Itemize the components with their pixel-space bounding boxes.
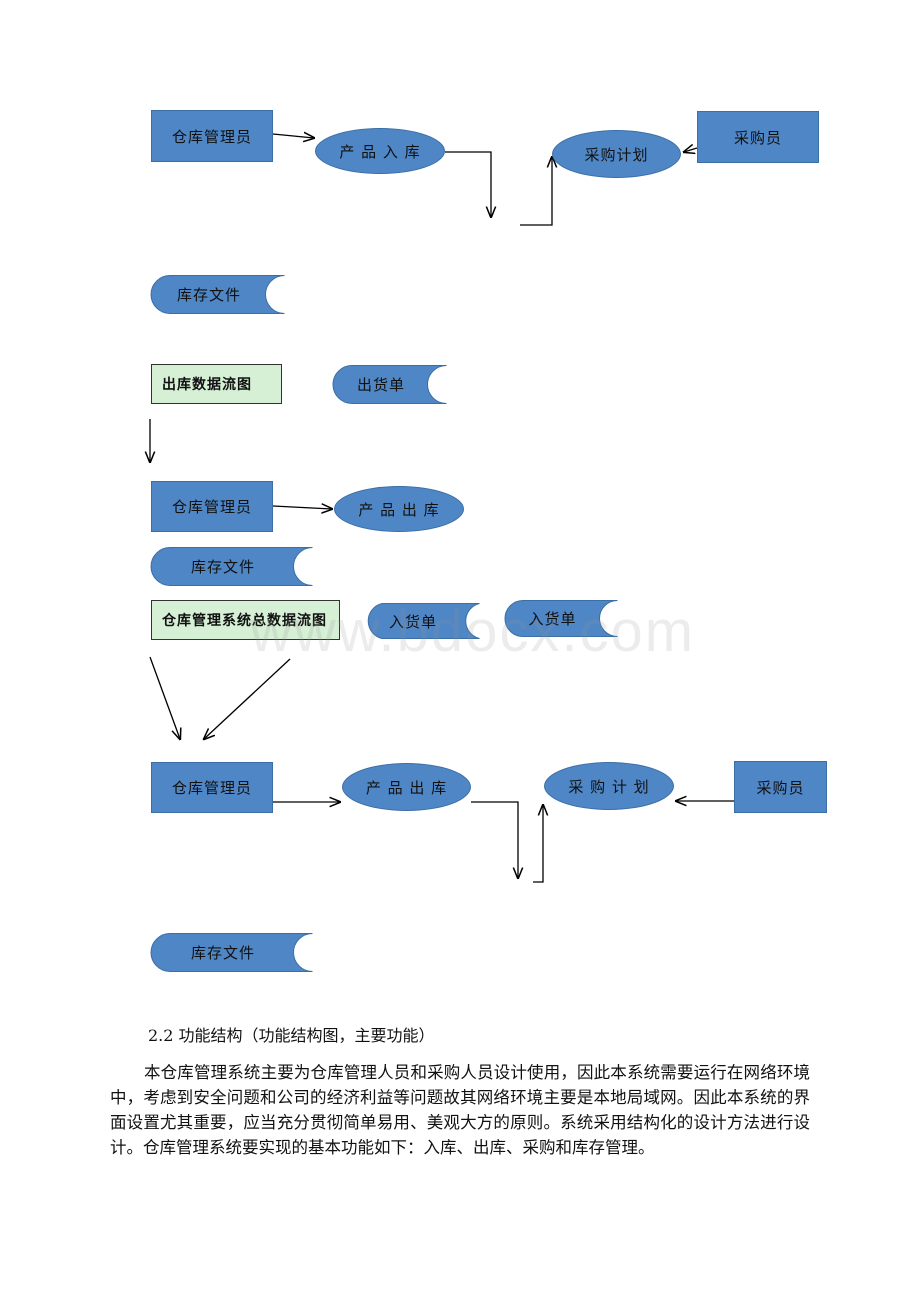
store-receiving-order-2: 入货单 bbox=[504, 600, 618, 637]
node-purchaser-2: 采购员 bbox=[734, 761, 827, 813]
process-purchase-plan-1: 采购计划 bbox=[552, 130, 681, 178]
process-product-out-2: 产 品 出 库 bbox=[342, 763, 471, 811]
title-label: 出库数据流图 bbox=[162, 377, 252, 393]
store-label: 库存文件 bbox=[190, 558, 255, 576]
store-receiving-order-1: 入货单 bbox=[364, 603, 480, 639]
process-product-in: 产 品 入 库 bbox=[315, 128, 445, 174]
title-total-flow: 仓库管理系统总数据流图 bbox=[151, 600, 340, 640]
section-paragraph: 本仓库管理系统主要为仓库管理人员和采购人员设计使用，因此本系统需要运行在网络环境… bbox=[110, 1063, 810, 1157]
store-inventory-file-2: 库存文件 bbox=[150, 547, 313, 586]
process-purchase-plan-2: 采 购 计 划 bbox=[544, 762, 674, 810]
node-label: 采购员 bbox=[733, 128, 782, 147]
store-label: 入货单 bbox=[528, 610, 577, 628]
watermark-text: www.bdocx.com bbox=[250, 599, 696, 664]
node-purchaser-1: 采购员 bbox=[697, 111, 819, 163]
node-warehouse-manager-1: 仓库管理员 bbox=[151, 110, 273, 162]
process-label: 采购计划 bbox=[584, 145, 649, 164]
process-product-out-1: 产 品 出 库 bbox=[334, 486, 464, 532]
process-label: 产 品 出 库 bbox=[365, 778, 448, 797]
store-label: 库存文件 bbox=[190, 944, 255, 962]
title-outbound-flow: 出库数据流图 bbox=[151, 364, 282, 404]
store-inventory-file-3: 库存文件 bbox=[150, 933, 313, 972]
process-label: 产 品 入 库 bbox=[339, 142, 421, 161]
process-label: 产 品 出 库 bbox=[358, 500, 440, 519]
node-label: 仓库管理员 bbox=[171, 127, 252, 146]
section-heading: 2.2 功能结构（功能结构图，主要功能） bbox=[148, 1026, 435, 1045]
node-label: 仓库管理员 bbox=[171, 498, 252, 516]
store-label: 库存文件 bbox=[176, 286, 241, 304]
node-label: 采购员 bbox=[756, 778, 805, 797]
node-warehouse-manager-3: 仓库管理员 bbox=[151, 762, 273, 813]
process-label: 采 购 计 划 bbox=[568, 777, 650, 796]
node-label: 仓库管理员 bbox=[171, 779, 252, 797]
store-label: 入货单 bbox=[388, 612, 437, 631]
store-inventory-file-1: 库存文件 bbox=[150, 275, 285, 314]
store-shipping-order: 出货单 bbox=[332, 365, 447, 404]
title-label: 仓库管理系统总数据流图 bbox=[162, 613, 327, 629]
store-label: 出货单 bbox=[356, 376, 405, 394]
node-warehouse-manager-2: 仓库管理员 bbox=[151, 481, 273, 532]
